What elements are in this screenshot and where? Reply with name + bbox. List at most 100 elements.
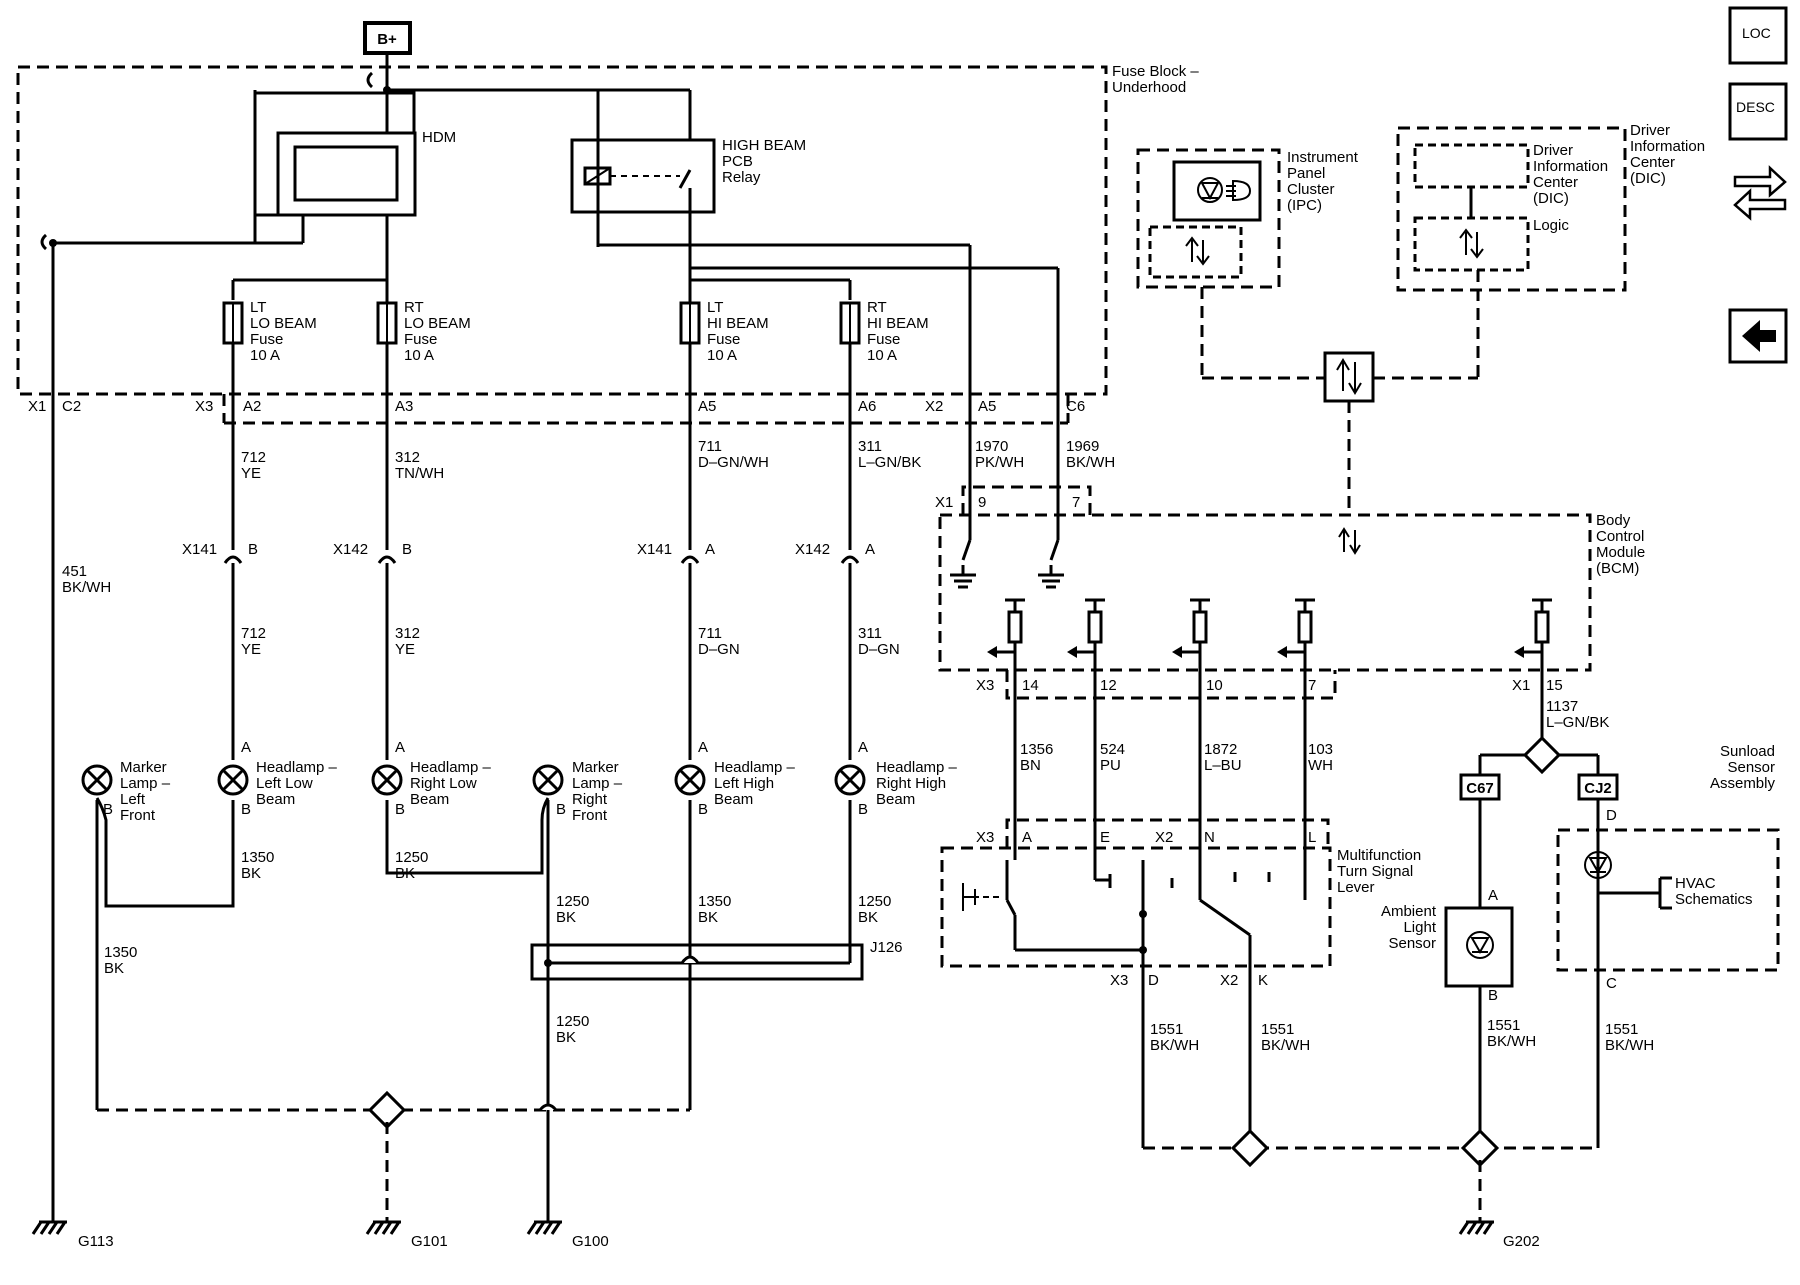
svg-text:Left High: Left High (714, 775, 774, 792)
svg-text:712: 712 (241, 625, 266, 642)
svg-text:BK/WH: BK/WH (1150, 1037, 1199, 1054)
svg-text:E: E (1100, 829, 1110, 846)
svg-text:Right Low: Right Low (410, 775, 477, 792)
instrument-panel-cluster: Instrument Panel Cluster (IPC) (1136, 148, 1359, 289)
pullup-resistor (987, 598, 1025, 660)
svg-text:BK: BK (556, 909, 576, 926)
svg-text:Front: Front (120, 807, 156, 824)
svg-text:Headlamp –: Headlamp – (256, 759, 338, 776)
svg-text:10 A: 10 A (404, 347, 434, 364)
svg-text:7: 7 (1072, 494, 1080, 511)
svg-text:Multifunction: Multifunction (1337, 847, 1421, 864)
relay-label-line3: Relay (722, 169, 761, 186)
svg-text:BK/WH: BK/WH (1066, 454, 1115, 471)
svg-text:312: 312 (395, 449, 420, 466)
svg-text:711: 711 (698, 438, 722, 455)
fuse-lt-lo-beam: LT LO BEAM Fuse 10 A (222, 299, 317, 395)
svg-text:D–GN: D–GN (698, 641, 740, 658)
svg-text:YE: YE (241, 465, 261, 482)
svg-text:A: A (698, 739, 708, 756)
svg-text:Fuse: Fuse (250, 331, 283, 348)
desc-button[interactable]: DESC (1728, 82, 1788, 141)
svg-text:1872: 1872 (1204, 741, 1237, 758)
ground-icon (31, 1220, 67, 1235)
pullup-resistor (1067, 598, 1105, 660)
svg-text:L–GN/BK: L–GN/BK (858, 454, 921, 471)
svg-text:1350: 1350 (104, 944, 137, 961)
svg-text:1137: 1137 (1546, 698, 1578, 715)
svg-text:Sensor: Sensor (1388, 935, 1436, 952)
svg-text:311: 311 (858, 438, 882, 455)
svg-text:BK: BK (395, 865, 415, 882)
svg-text:A: A (241, 739, 251, 756)
svg-text:Headlamp –: Headlamp – (410, 759, 492, 776)
svg-text:15: 15 (1546, 677, 1563, 694)
loc-button[interactable]: LOC (1728, 6, 1788, 65)
left-arrow-icon[interactable] (1728, 308, 1788, 364)
svg-text:Panel: Panel (1287, 165, 1325, 182)
svg-text:YE: YE (395, 641, 415, 658)
svg-text:A: A (1488, 887, 1498, 904)
svg-text:D: D (1606, 807, 1617, 824)
svg-text:A6: A6 (858, 398, 876, 415)
svg-text:524: 524 (1100, 741, 1125, 758)
svg-text:RT: RT (404, 299, 424, 316)
pullup-resistor (1514, 598, 1552, 660)
svg-text:1350: 1350 (241, 849, 274, 866)
svg-text:Logic: Logic (1533, 217, 1569, 234)
svg-text:A2: A2 (243, 398, 261, 415)
body-control-module: Body Control Module (BCM) X1 9 7 X3 14 1… (935, 485, 1645, 700)
sunload-sensor-assembly: CJ2 D HVAC Schematics C Sunload Sensor A… (1556, 743, 1780, 1148)
svg-text:D–GN/WH: D–GN/WH (698, 454, 769, 471)
inline-connectors: X141 B X142 B X141 A X142 A (182, 541, 875, 564)
svg-text:BK/WH: BK/WH (1261, 1037, 1310, 1054)
svg-text:451: 451 (62, 563, 87, 580)
svg-text:Sensor: Sensor (1727, 759, 1775, 776)
svg-text:Driver: Driver (1630, 122, 1670, 139)
svg-text:12: 12 (1100, 677, 1117, 694)
battery-positive: B+ (363, 21, 412, 90)
fuse-rt-hi-beam: RT HI BEAM Fuse 10 A (839, 299, 929, 395)
lamp-bulb-icon (81, 764, 113, 796)
svg-text:10: 10 (1206, 677, 1223, 694)
svg-text:Schematics: Schematics (1675, 891, 1753, 908)
svg-text:Front: Front (572, 807, 608, 824)
svg-text:LT: LT (250, 299, 266, 316)
svg-text:X1: X1 (28, 398, 46, 415)
svg-text:X1: X1 (1512, 677, 1530, 694)
splice-j126: J126 (530, 939, 903, 981)
lamp-bulb-icon (217, 764, 249, 796)
pullup-resistor (1172, 598, 1210, 660)
svg-text:Left Low: Left Low (256, 775, 313, 792)
svg-text:K: K (1258, 972, 1268, 989)
svg-text:C67: C67 (1466, 780, 1494, 797)
relay-label-line1: HIGH BEAM (722, 137, 806, 154)
bcm-pullup-resistors (987, 598, 1552, 660)
svg-text:X3: X3 (195, 398, 213, 415)
svg-text:Beam: Beam (714, 791, 753, 808)
svg-text:Driver: Driver (1533, 142, 1573, 159)
svg-text:Sunload: Sunload (1720, 743, 1775, 760)
svg-text:Fuse: Fuse (707, 331, 740, 348)
svg-text:A: A (705, 541, 715, 558)
svg-text:X2: X2 (1155, 829, 1173, 846)
fuse-block-title-line2: Underhood (1112, 79, 1186, 96)
ground-label-g113: G113 (78, 1233, 114, 1250)
svg-text:Beam: Beam (410, 791, 449, 808)
svg-text:C6: C6 (1066, 398, 1085, 415)
svg-text:Left: Left (120, 791, 146, 808)
svg-text:14: 14 (1022, 677, 1039, 694)
svg-text:LO BEAM: LO BEAM (404, 315, 471, 332)
svg-text:B: B (556, 801, 566, 818)
swap-arrows-icon[interactable] (1733, 165, 1787, 221)
svg-text:HI BEAM: HI BEAM (867, 315, 929, 332)
svg-text:B: B (698, 801, 708, 818)
circuit-labels-mid: 712 YE 312 YE 711 D–GN 311 D–GN (241, 625, 900, 658)
svg-text:TN/WH: TN/WH (395, 465, 444, 482)
svg-text:312: 312 (395, 625, 420, 642)
svg-text:L–BU: L–BU (1204, 757, 1242, 774)
svg-text:D: D (1148, 972, 1159, 989)
svg-text:BK/WH: BK/WH (1487, 1033, 1536, 1050)
svg-text:1551: 1551 (1261, 1021, 1294, 1038)
svg-text:1969: 1969 (1066, 438, 1099, 455)
